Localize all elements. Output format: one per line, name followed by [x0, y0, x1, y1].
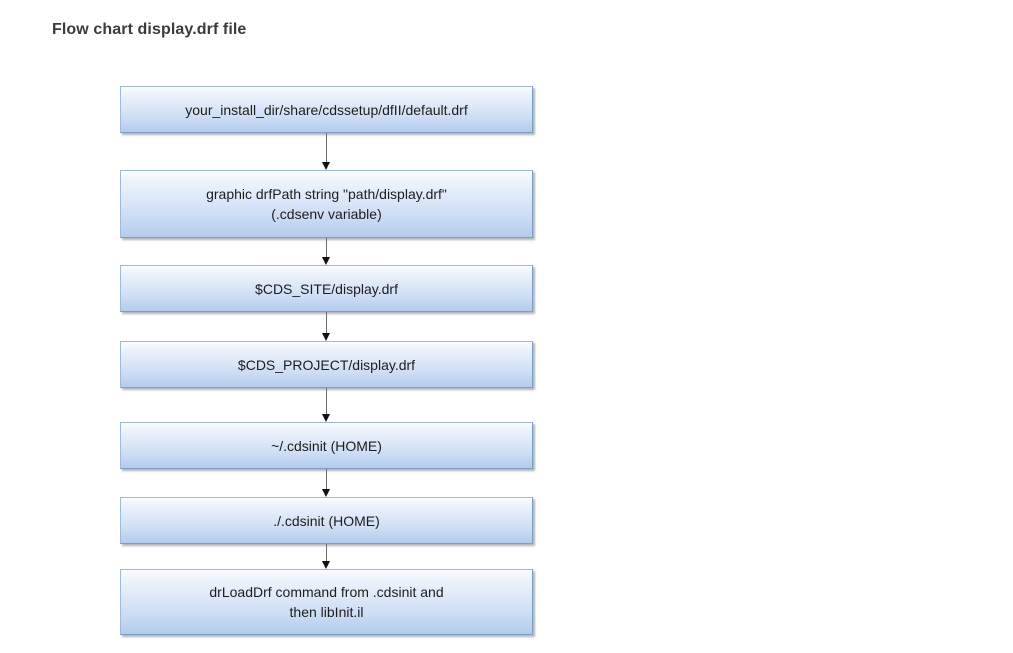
flow-node-label: your_install_dir/share/cdssetup/dfII/def… [185, 101, 468, 118]
flow-node-label: graphic drfPath string "path/display.drf… [206, 186, 447, 222]
arrow-down-icon [322, 133, 331, 170]
flow-node-home-cdsinit: ~/.cdsinit (HOME) [120, 422, 533, 469]
arrow-head [322, 489, 330, 497]
flow-node-label: $CDS_SITE/display.drf [255, 280, 398, 297]
flow-node-label: $CDS_PROJECT/display.drf [237, 356, 416, 373]
flow-node-label: ~/.cdsinit (HOME) [271, 437, 382, 454]
flow-connector-3 [120, 312, 533, 341]
arrow-line [326, 388, 327, 415]
flow-node-local-cdsinit: ./.cdsinit (HOME) [120, 497, 533, 544]
arrow-down-icon [322, 469, 331, 497]
arrow-head [322, 333, 330, 341]
flow-connector-5 [120, 469, 533, 497]
flow-node-default-drf: your_install_dir/share/cdssetup/dfII/def… [120, 86, 533, 133]
arrow-head [322, 414, 330, 422]
arrow-line [326, 544, 327, 562]
flow-node-label: drLoadDrf command from .cdsinit and then… [209, 584, 444, 620]
flowchart: your_install_dir/share/cdssetup/dfII/def… [120, 86, 533, 635]
arrow-down-icon [322, 388, 331, 422]
arrow-head [322, 257, 330, 265]
page-title: Flow chart display.drf file [52, 21, 247, 38]
arrow-head [322, 561, 330, 569]
flow-node-cds-site: $CDS_SITE/display.drf [120, 265, 533, 312]
flow-node-drfpath-cdsenv: graphic drfPath string "path/display.drf… [120, 170, 533, 238]
flow-node-cds-project: $CDS_PROJECT/display.drf [120, 341, 533, 388]
arrow-down-icon [322, 238, 331, 265]
flow-node-label: ./.cdsinit (HOME) [273, 512, 380, 529]
arrow-down-icon [322, 544, 331, 569]
flow-connector-1 [120, 133, 533, 170]
flow-connector-4 [120, 388, 533, 422]
flow-node-drloaddrf-libinit: drLoadDrf command from .cdsinit and then… [120, 569, 533, 635]
flow-connector-2 [120, 238, 533, 265]
arrow-head [322, 162, 330, 170]
flow-connector-6 [120, 544, 533, 569]
arrow-line [326, 312, 327, 334]
arrow-line [326, 238, 327, 258]
arrow-down-icon [322, 312, 331, 341]
arrow-line [326, 133, 327, 163]
arrow-line [326, 469, 327, 490]
